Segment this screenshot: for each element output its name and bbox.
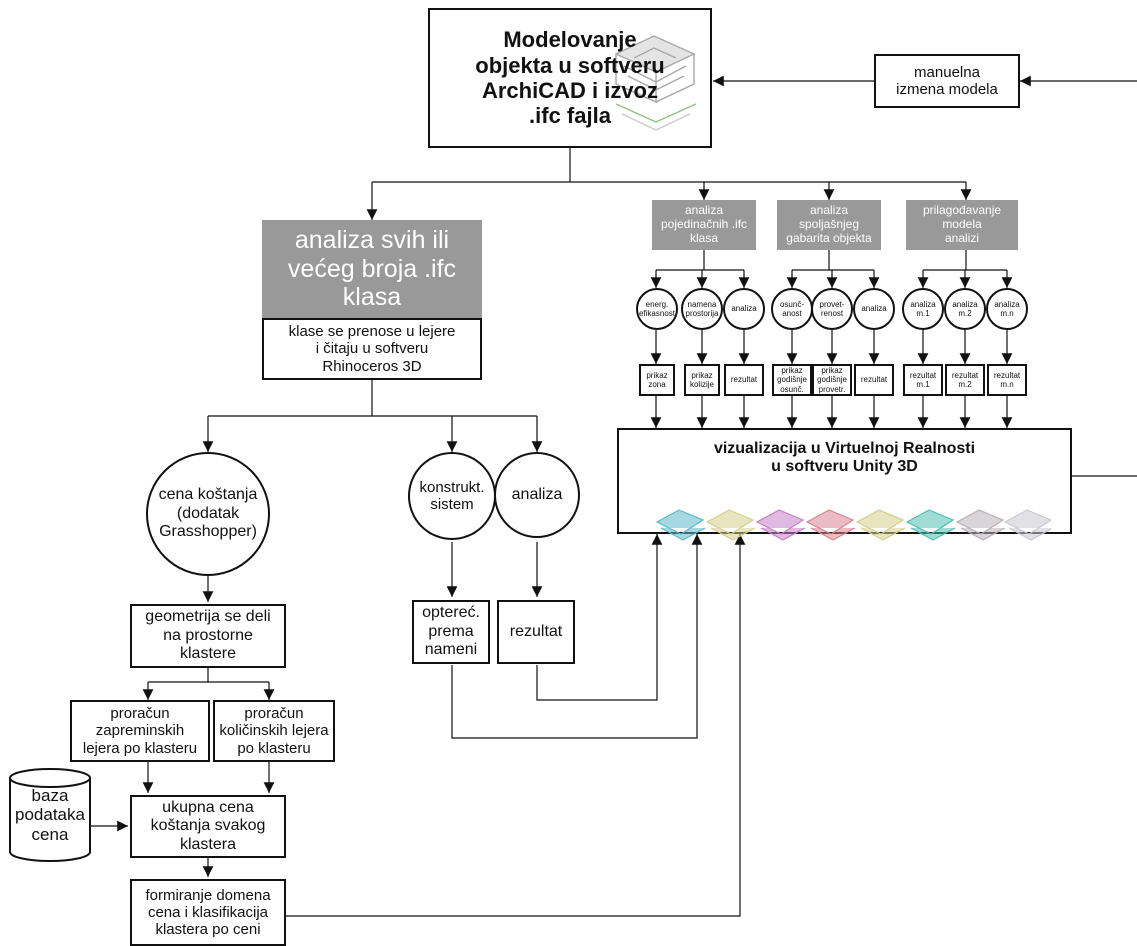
result-sun-label: prikaz godišnje osunč.	[777, 366, 807, 394]
result-1: rezultat	[724, 364, 764, 396]
layers-label: klase se prenose u lejere i čitaju u sof…	[288, 323, 456, 375]
result-m1: rezultat m.1	[903, 364, 943, 396]
circle-room-purpose: namena prostorija	[681, 288, 723, 330]
result-ventilation-label: prikaz godišnje provetr.	[817, 366, 847, 394]
circle-analysis-m1-label: analiza m.1	[910, 299, 936, 318]
circle-room-purpose-label: namena prostorija	[685, 299, 719, 318]
quantity-calc-box: proračun količinskih lejera po klasteru	[213, 700, 335, 762]
vr-thumbnails	[651, 482, 1054, 542]
circle-sun-label: osunč- anost	[779, 299, 804, 318]
circle-energy-label: energ. efikasnost	[638, 299, 676, 318]
load-label: optereć. prema nameni	[422, 604, 480, 659]
result-mn: rezultat m.n	[987, 364, 1027, 396]
result-mid-label: rezultat	[509, 622, 563, 640]
analysis-circle-label: analiza	[511, 485, 563, 503]
group-model-adaptation-label: prilagođavanje modela analizi	[922, 203, 1002, 245]
result-zones-label: prikaz zona	[646, 370, 668, 389]
group-ifc-classes: analiza pojedinačnih .ifc klasa	[652, 200, 756, 250]
circle-analysis-m1: analiza m.1	[902, 288, 944, 330]
result-m2-label: rezultat m.2	[951, 370, 979, 389]
circle-analysis-2: analiza	[853, 288, 895, 330]
result-1-label: rezultat	[730, 375, 758, 385]
circle-analysis-1: analiza	[723, 288, 765, 330]
circle-analysis-mn: analiza m.n	[986, 288, 1028, 330]
result-mn-label: rezultat m.n	[993, 370, 1021, 389]
circle-analysis-mn-label: analiza m.n	[994, 299, 1020, 318]
layers-box: klase se prenose u lejere i čitaju u sof…	[262, 318, 482, 380]
circle-analysis-2-label: analiza	[861, 304, 887, 314]
result-zones: prikaz zona	[639, 364, 675, 396]
manual-edit-box: manuelna izmena modela	[874, 54, 1020, 108]
geometry-box: geometrija se deli na prostorne klastere	[130, 604, 286, 668]
database-icon	[9, 768, 91, 862]
circle-analysis-1-label: analiza	[731, 304, 757, 314]
result-collision-label: prikaz kolizije	[689, 370, 714, 389]
circle-analysis-m2-label: analiza m.2	[952, 299, 978, 318]
vr-label: vizualizacija u Virtuelnoj Realnosti u s…	[713, 440, 976, 476]
circle-energy: energ. efikasnost	[636, 288, 678, 330]
volume-calc-box: proračun zapreminskih lejera po klasteru	[70, 700, 210, 762]
group-model-adaptation: prilagođavanje modela analizi	[906, 200, 1018, 250]
result-m2: rezultat m.2	[945, 364, 985, 396]
circle-analysis-m2: analiza m.2	[944, 288, 986, 330]
modeling-box: Modelovanje objekta u softveru ArchiCAD …	[428, 8, 712, 148]
result-ventilation: prikaz godišnje provetr.	[812, 364, 852, 396]
volume-calc-label: proračun zapreminskih lejera po klasteru	[82, 705, 198, 757]
building-render-icon	[614, 35, 697, 131]
load-box: optereć. prema nameni	[412, 600, 490, 664]
circle-ventilation: provet- renost	[811, 288, 853, 330]
quantity-calc-label: proračun količinskih lejera po klasteru	[219, 705, 329, 757]
total-cost-box: ukupna cena koštanja svakog klastera	[130, 795, 286, 858]
result-2-label: rezultat	[860, 375, 888, 385]
circle-sun: osunč- anost	[771, 288, 813, 330]
result-sun: prikaz godišnje osunč.	[772, 364, 812, 396]
domains-label: formiranje domena cena i klasifikacija k…	[145, 886, 271, 939]
cost-circle-label: cena koštanja (dodatak Grasshopper)	[158, 486, 258, 541]
group-ifc-classes-label: analiza pojedinačnih .ifc klasa	[660, 203, 748, 245]
group-outer-envelope-label: analiza spoljašnjeg gabarita objekta	[786, 203, 872, 245]
cost-circle: cena koštanja (dodatak Grasshopper)	[146, 452, 270, 576]
modeling-label: Modelovanje objekta u softveru ArchiCAD …	[475, 27, 665, 129]
result-2: rezultat	[854, 364, 894, 396]
result-mid-box: rezultat	[497, 600, 575, 664]
geometry-label: geometrija se deli na prostorne klastere	[145, 608, 271, 663]
analysis-all-box: analiza svih ili većeg broja .ifc klasa	[262, 220, 482, 318]
domains-box: formiranje domena cena i klasifikacija k…	[130, 879, 286, 946]
building-thumbnail-icon	[655, 509, 1054, 542]
construction-circle: konstrukt. sistem	[408, 452, 496, 540]
construction-circle-label: konstrukt. sistem	[419, 478, 485, 513]
circle-ventilation-label: provet- renost	[819, 299, 845, 318]
result-m1-label: rezultat m.1	[909, 370, 937, 389]
analysis-all-label: analiza svih ili većeg broja .ifc klasa	[287, 225, 457, 312]
group-outer-envelope: analiza spoljašnjeg gabarita objekta	[777, 200, 881, 250]
manual-edit-label: manuelna izmena modela	[896, 63, 998, 98]
vr-box: vizualizacija u Virtuelnoj Realnosti u s…	[617, 428, 1072, 542]
database-label: baza podataka cena	[15, 785, 85, 844]
result-collision: prikaz kolizije	[684, 364, 720, 396]
total-cost-label: ukupna cena koštanja svakog klastera	[150, 798, 266, 853]
analysis-circle: analiza	[494, 452, 580, 538]
